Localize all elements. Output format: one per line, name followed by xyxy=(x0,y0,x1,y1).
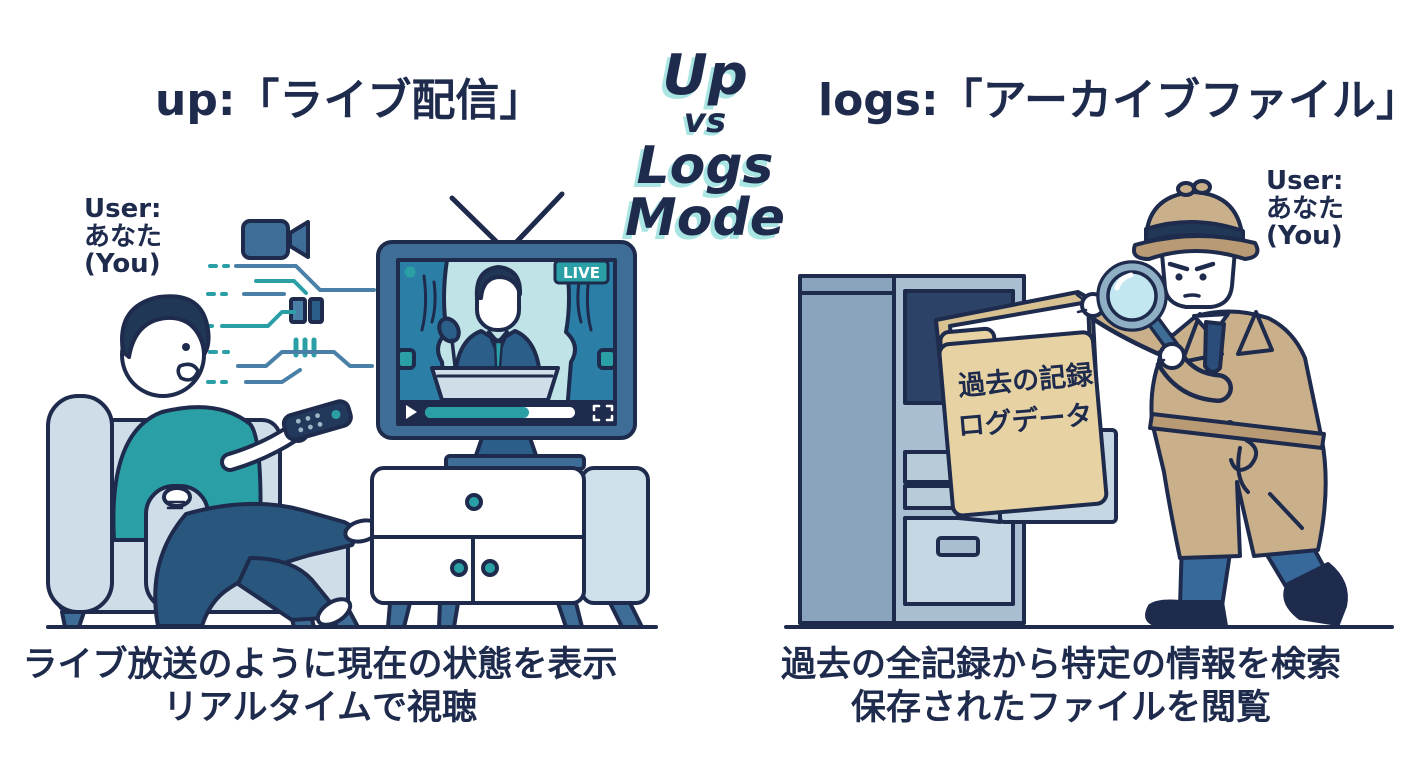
right-caption-line1: 過去の全記録から特定の情報を検索 xyxy=(780,645,1341,685)
detective-shoe-left xyxy=(1145,599,1228,628)
right-user-label-line3: (You) xyxy=(1266,221,1343,252)
front-folder: 過去の記録 ログデータ xyxy=(937,326,1109,518)
right-user-label-line1: User: xyxy=(1266,166,1344,196)
left-caption: ライブ放送のように現在の状態を表示 リアルタイムで視聴 xyxy=(0,644,640,731)
right-caption: 過去の全記録から特定の情報を検索 保存されたファイルを閲覧 xyxy=(758,644,1364,731)
drawer-handle xyxy=(936,536,980,557)
center-title: Up vs Logs Mode xyxy=(555,48,855,244)
cabinet-bottom-drawer xyxy=(903,516,1015,606)
play-icon xyxy=(406,405,417,419)
microphone-icon xyxy=(437,316,461,344)
television: LIVE xyxy=(376,191,637,471)
tv-stand xyxy=(370,466,650,629)
magnifying-glass-icon xyxy=(1096,260,1184,360)
curtain-right xyxy=(564,258,617,426)
video-control-bar xyxy=(398,400,615,424)
left-user-label-line1: User: xyxy=(84,194,162,224)
right-section-title: logs:「アーカイブファイル」 xyxy=(818,75,1408,126)
coat-belt xyxy=(1148,412,1326,450)
speaker-on-screen xyxy=(430,265,560,402)
progress-fill xyxy=(425,407,529,418)
right-caption-line2: 保存されたファイルを閲覧 xyxy=(850,688,1271,729)
fullscreen-icon xyxy=(592,404,614,422)
video-camera-icon xyxy=(241,219,310,260)
remote-control xyxy=(281,399,353,442)
left-user-label-line3: (You) xyxy=(84,249,161,280)
right-user-label: User: あなた (You) xyxy=(1266,166,1345,252)
detective-shoe-right xyxy=(1283,562,1348,626)
live-scene: LIVE xyxy=(46,191,658,629)
logs-scene: 過去の記録 ログデータ xyxy=(784,179,1394,629)
center-title-logs-mode: Logs Mode xyxy=(625,135,785,248)
left-caption-line1: ライブ放送のように現在の状態を表示 xyxy=(22,645,618,685)
detective-hat xyxy=(1132,179,1260,261)
podium xyxy=(430,366,560,402)
left-user-label-line2: あなた xyxy=(84,221,163,252)
live-badge: LIVE xyxy=(553,259,610,285)
archive-folders: 過去の記録 ログデータ xyxy=(934,290,1109,518)
viewer-person xyxy=(111,294,381,628)
detective-tie xyxy=(1203,320,1226,374)
viewer-hair xyxy=(120,294,211,359)
left-caption-line2: リアルタイムで視聴 xyxy=(163,688,477,729)
detective-figure xyxy=(1075,179,1348,628)
left-section-title: up:「ライブ配信」 xyxy=(155,75,544,126)
left-user-label: User: あなた (You) xyxy=(84,194,163,280)
curtain-left xyxy=(396,258,449,426)
center-title-up: Up xyxy=(662,43,748,108)
right-user-label-line2: あなた xyxy=(1266,193,1345,224)
center-title-vs: vs xyxy=(683,101,727,141)
live-badge-text: LIVE xyxy=(563,264,600,282)
circuit-data-lines xyxy=(204,264,376,384)
